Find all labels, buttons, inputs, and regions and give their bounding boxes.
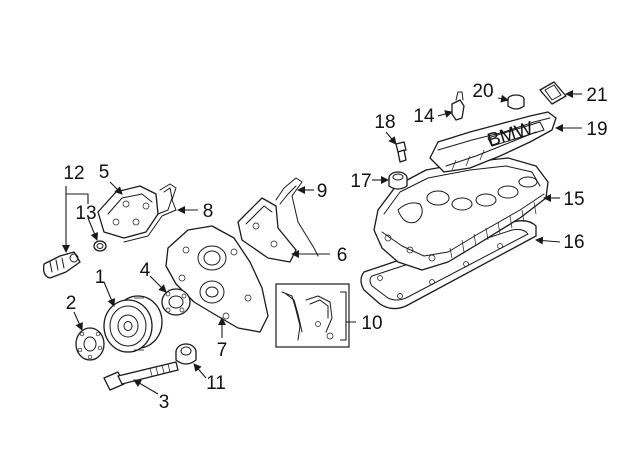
callout-8: 8 [203,201,214,222]
callout-2: 2 [66,293,77,314]
callout-6: 6 [337,245,348,266]
callout-16: 16 [563,232,584,253]
callout-17: 17 [350,171,371,192]
part-14-sensor[interactable] [451,91,465,121]
callout-10: 10 [361,313,382,334]
part-8-gasket[interactable] [123,183,177,243]
callout-20: 20 [472,81,493,102]
leader-lines [62,90,582,395]
callout-9: 9 [317,181,328,202]
callout-13: 13 [75,203,96,224]
callout-19: 19 [586,119,607,140]
callout-21: 21 [586,85,607,106]
part-3-bolt[interactable] [103,361,179,391]
part-7-lower-timing-cover[interactable] [165,225,269,333]
part-20-cap[interactable] [507,94,525,110]
part-17-grommet[interactable] [388,171,408,190]
part-13-seal-ring[interactable] [93,240,107,252]
part-2-hub-flange[interactable] [75,327,105,361]
part-12-tensioner[interactable] [42,251,81,279]
part-4-pulley[interactable] [161,288,191,316]
callout-4: 4 [140,260,151,281]
callout-18: 18 [374,112,395,133]
callout-12: 12 [63,163,84,184]
callout-5: 5 [99,162,110,183]
callout-1: 1 [95,267,106,288]
part-18-bolt[interactable] [395,141,407,163]
part-10-inset[interactable] [275,283,350,348]
callout-7: 7 [217,340,228,361]
part-21-cover-plate[interactable] [539,81,567,105]
callout-15: 15 [563,189,584,210]
callout-11: 11 [206,373,226,394]
part-16-gasket[interactable] [360,220,537,310]
part-5-upper-timing-cover[interactable] [97,185,159,239]
callout-14: 14 [413,106,435,127]
part-11-seal[interactable] [175,343,197,365]
part-1-crank-pulley[interactable] [103,295,163,353]
callout-labels: 1 2 3 4 5 6 7 8 9 10 11 12 13 14 15 16 1… [63,81,607,413]
part-6-cover-plate[interactable] [237,197,297,263]
callout-3: 3 [159,392,170,413]
